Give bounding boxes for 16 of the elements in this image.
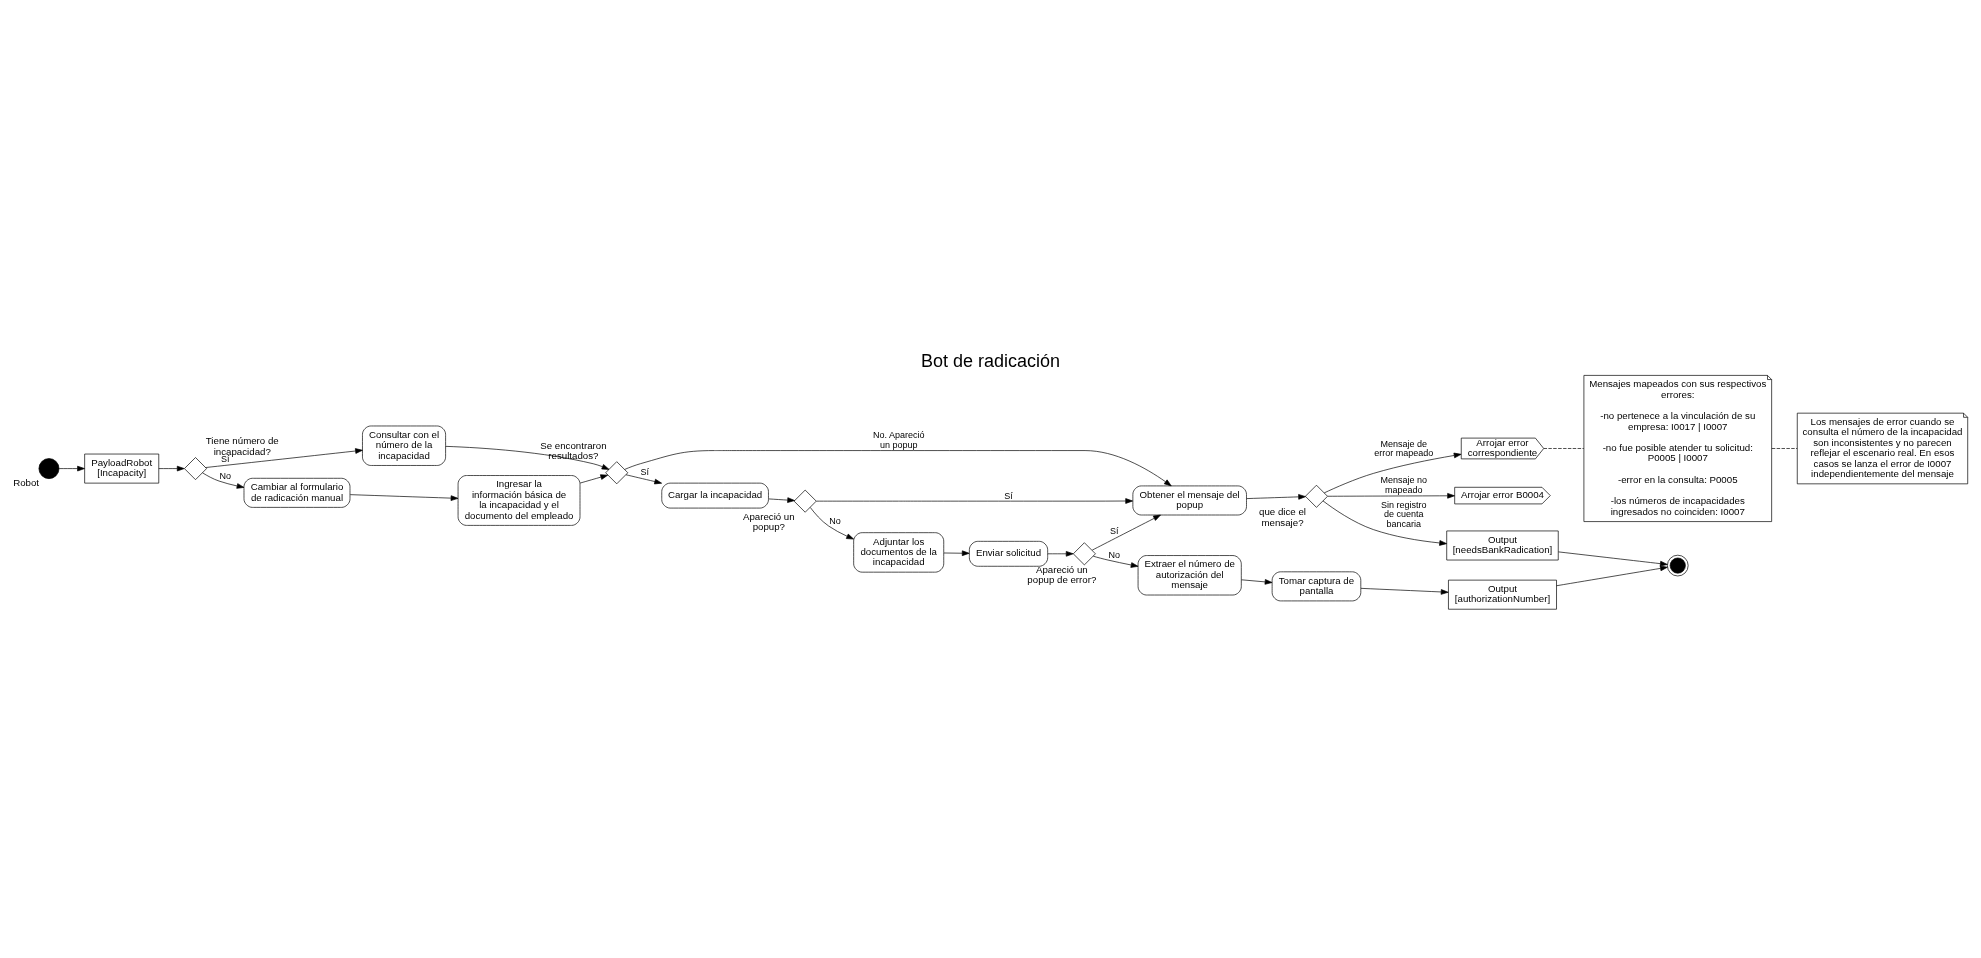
edge-label: Sí xyxy=(1109,525,1119,536)
node-label: que dice el mensaje? xyxy=(1259,505,1306,528)
node-label: Robot xyxy=(13,476,40,488)
edge-label: No. Apareció un popup xyxy=(872,429,925,450)
edge-label: Mensaje de error mapeado xyxy=(1374,438,1434,458)
node-label: Apareció un popup? xyxy=(742,510,795,532)
edge-label: Sin registro de cuenta bancaria xyxy=(1381,499,1427,529)
edge-label: Mensaje no mapeado xyxy=(1380,474,1428,495)
edge-label: No xyxy=(829,515,841,526)
node-label: Tiene número de incapacidad? xyxy=(205,434,279,457)
edge-label: Sí xyxy=(1004,490,1013,501)
edge-label: Sí xyxy=(640,466,650,477)
node-label: Se encontraron resultados? xyxy=(540,439,607,461)
edge-label: No xyxy=(219,470,232,481)
edge-label: No xyxy=(1108,549,1120,560)
diagram-title: Bot de radicación xyxy=(920,350,1061,371)
